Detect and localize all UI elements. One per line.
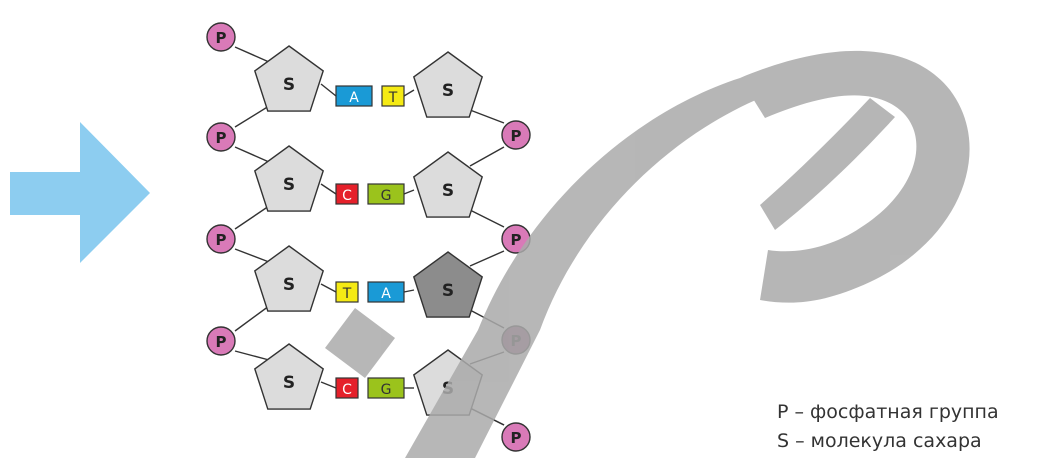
sugar-phosphate-bond bbox=[235, 306, 269, 331]
sugar-label: S bbox=[283, 373, 295, 393]
sugar-phosphate-bond bbox=[235, 106, 269, 127]
phosphate-label: P bbox=[216, 333, 227, 351]
sugar-phosphate-bond bbox=[235, 206, 269, 229]
phosphate-sugar-bond bbox=[235, 147, 269, 162]
sugar-phosphate-bond bbox=[470, 210, 504, 227]
phosphate-sugar-bond bbox=[470, 251, 504, 266]
base-c: C bbox=[336, 184, 358, 204]
base-t: T bbox=[382, 86, 404, 106]
sugar-label: S bbox=[283, 75, 295, 95]
legend-phosphate: P – фосфатная группа bbox=[777, 398, 999, 427]
phosphate-label: P bbox=[216, 231, 227, 249]
base-g: G bbox=[368, 378, 404, 398]
base-label: A bbox=[349, 90, 359, 106]
legend: P – фосфатная группа S – молекула сахара bbox=[777, 398, 999, 456]
sugar-base-bond bbox=[321, 84, 336, 96]
phosphate-label: P bbox=[511, 231, 522, 249]
base-c: C bbox=[336, 378, 358, 398]
phosphate-sugar-bond bbox=[470, 147, 504, 166]
base-label: T bbox=[388, 90, 398, 106]
base-g: G bbox=[368, 184, 404, 204]
right-arrow-icon bbox=[10, 122, 150, 263]
base-label: A bbox=[381, 286, 391, 302]
phosphate-sugar-bond bbox=[235, 249, 269, 262]
base-label: T bbox=[342, 286, 352, 302]
phosphate-sugar-bond bbox=[235, 47, 269, 62]
sugar-label: S bbox=[442, 181, 454, 201]
sugar-label: S bbox=[442, 81, 454, 101]
base-t: T bbox=[336, 282, 358, 302]
sugar-base-bond bbox=[404, 90, 414, 96]
sugar-base-bond bbox=[404, 290, 414, 292]
sugar-base-bond bbox=[321, 284, 336, 292]
base-label: C bbox=[342, 382, 352, 398]
phosphate-sugar-bond bbox=[235, 351, 269, 360]
legend-sugar: S – молекула сахара bbox=[777, 427, 999, 456]
phosphate-label: P bbox=[216, 29, 227, 47]
phosphate-label: P bbox=[216, 129, 227, 147]
base-a: A bbox=[336, 86, 372, 106]
base-label: G bbox=[381, 188, 392, 204]
sugar-base-bond bbox=[321, 382, 336, 388]
sugar-phosphate-bond bbox=[470, 110, 504, 123]
phosphate-label: P bbox=[511, 429, 522, 447]
base-label: G bbox=[381, 382, 392, 398]
base-a: A bbox=[368, 282, 404, 302]
sugar-label: S bbox=[283, 275, 295, 295]
phosphate-label: P bbox=[511, 127, 522, 145]
sugar-label: S bbox=[283, 175, 295, 195]
sugar-base-bond bbox=[321, 184, 336, 194]
base-label: C bbox=[342, 188, 352, 204]
sugar-label: S bbox=[442, 281, 454, 301]
sugar-base-bond bbox=[404, 190, 414, 194]
